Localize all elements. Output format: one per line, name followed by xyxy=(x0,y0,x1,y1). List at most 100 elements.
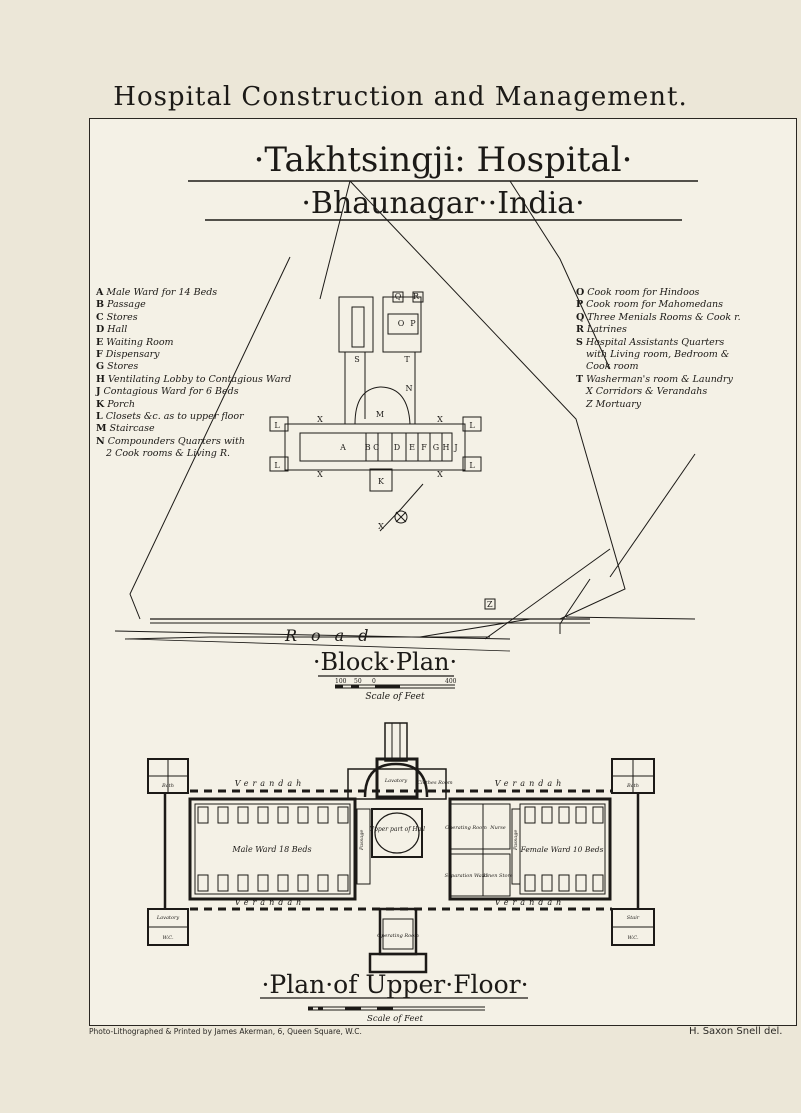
legend-left-text: Contagious Ward for 6 Beds xyxy=(103,386,239,398)
female-ward-beds xyxy=(524,806,604,892)
legend-left-text: Dispensary xyxy=(105,349,160,361)
linen-store-label: Linen Store xyxy=(482,873,513,879)
key-R: R xyxy=(413,292,420,301)
legend-right-key: Q xyxy=(576,311,585,323)
key-N: N xyxy=(406,384,413,393)
separation-ward-label: Separation Ward xyxy=(445,873,488,879)
legend-right-key: P xyxy=(576,299,584,311)
plate-drawing: ·Takhtsingji: Hospital· ·Bhaunagar··Indi… xyxy=(114,140,698,1024)
bath-label-right: Bath xyxy=(626,783,639,789)
entrance-path xyxy=(379,483,424,532)
key-X5: X xyxy=(378,522,384,531)
upper-hall-label: Upper part of Hall xyxy=(369,826,425,833)
key-X2: X xyxy=(437,415,443,424)
legend-left-text: Male Ward for 14 Beds xyxy=(106,287,218,298)
key-S: S xyxy=(354,355,359,364)
legend-right-key: R xyxy=(576,324,584,336)
wc-label-left: W.C. xyxy=(162,935,174,941)
key-Q: Q xyxy=(395,292,402,301)
key-X4: X xyxy=(437,470,443,479)
legend-left-key: L xyxy=(96,411,103,423)
wc-label-right: W.C. xyxy=(627,935,639,941)
credit-printer: Photo-Lithographed & Printed by James Ak… xyxy=(89,1027,362,1036)
road: Road xyxy=(114,618,590,652)
legend-right-item: Z Mortuary xyxy=(576,399,741,411)
plate-frame: ·Takhtsingji: Hospital· ·Bhaunagar··Indi… xyxy=(89,118,797,1026)
legend-left-text: Waiting Room xyxy=(106,336,174,348)
legend-left-text: Ventilating Lobby to Contagious Ward xyxy=(107,373,292,385)
legend-right-text: X Corridors & Verandahs xyxy=(586,386,708,398)
key-F: F xyxy=(421,443,427,452)
key-L3: L xyxy=(469,421,475,430)
legend-right-key: O xyxy=(576,287,585,298)
verandah-label-top-left: Verandah xyxy=(235,779,306,788)
legend-right-key: T xyxy=(576,373,584,385)
legend-right-item: X Corridors & Verandahs xyxy=(576,386,741,398)
key-X3: X xyxy=(317,470,323,479)
upper-floor-labels: Verandah Verandah Verandah Verandah Male… xyxy=(156,778,640,941)
block-scale-num-2: 0 xyxy=(372,678,376,685)
legend-left-text: Porch xyxy=(107,398,135,410)
operating-room-label: Operating Room xyxy=(445,825,487,831)
lavatory-label: Lavatory xyxy=(384,778,408,784)
credit-delineator: H. Saxon Snell del. xyxy=(689,1026,783,1037)
mortuary-z-label: Z xyxy=(487,600,493,609)
legend-right-text: Cook room for Mahomedans xyxy=(586,299,724,311)
legend-right-text: Cook room xyxy=(586,361,639,373)
key-G: G xyxy=(433,443,439,452)
block-scale-num-0: 100 xyxy=(335,678,347,685)
legend-left-key: K xyxy=(96,398,105,410)
lavatory-label-left: Lavatory xyxy=(156,915,180,921)
key-X1: X xyxy=(317,415,323,424)
verandah-label-bottom-right: Verandah xyxy=(495,898,566,907)
key-L4: L xyxy=(469,461,475,470)
legend-right-text: Three Menials Rooms & Cook r. xyxy=(587,311,741,323)
stair-label-right: Stair xyxy=(627,915,640,921)
legend-left-key: C xyxy=(96,311,104,323)
passage-label-left: Passage xyxy=(359,830,365,851)
key-L2: L xyxy=(274,461,280,470)
key-H: H xyxy=(443,443,450,452)
legend-left-key: E xyxy=(96,336,104,348)
book-title: Hospital Construction and Management. xyxy=(113,82,688,112)
legend-left-text: Stores xyxy=(107,361,139,373)
block-scale-num-3: 400 xyxy=(445,678,457,685)
legend-left-text: Hall xyxy=(107,324,128,336)
key-E: E xyxy=(409,443,415,452)
road-label: Road xyxy=(284,626,382,645)
block-plan-scale: 100 50 0 400 Scale of Feet xyxy=(335,678,457,702)
upper-scale-label: Scale of Feet xyxy=(367,1014,424,1024)
legend-left-text: Passage xyxy=(107,299,146,311)
lower-operating-room-label: Operating Room xyxy=(377,933,419,939)
male-ward-beds xyxy=(197,806,349,892)
verandah-label-bottom-left: Verandah xyxy=(235,898,306,907)
key-O: O xyxy=(398,319,405,328)
legend-right-item: with Living room, Bedroom & xyxy=(576,349,741,361)
key-T: T xyxy=(404,355,410,364)
legend-left-text: Compounders Quarters with xyxy=(107,435,245,447)
key-K: K xyxy=(378,477,385,486)
key-M: M xyxy=(376,410,384,419)
legend-left-key: A xyxy=(96,287,104,298)
key-L1: L xyxy=(274,421,280,430)
legend-right-item: Cook room xyxy=(576,361,741,373)
block-plan-building xyxy=(269,291,482,492)
bath-label-left: Bath xyxy=(161,783,174,789)
mortuary-z xyxy=(484,598,496,610)
key-P: P xyxy=(410,319,416,328)
